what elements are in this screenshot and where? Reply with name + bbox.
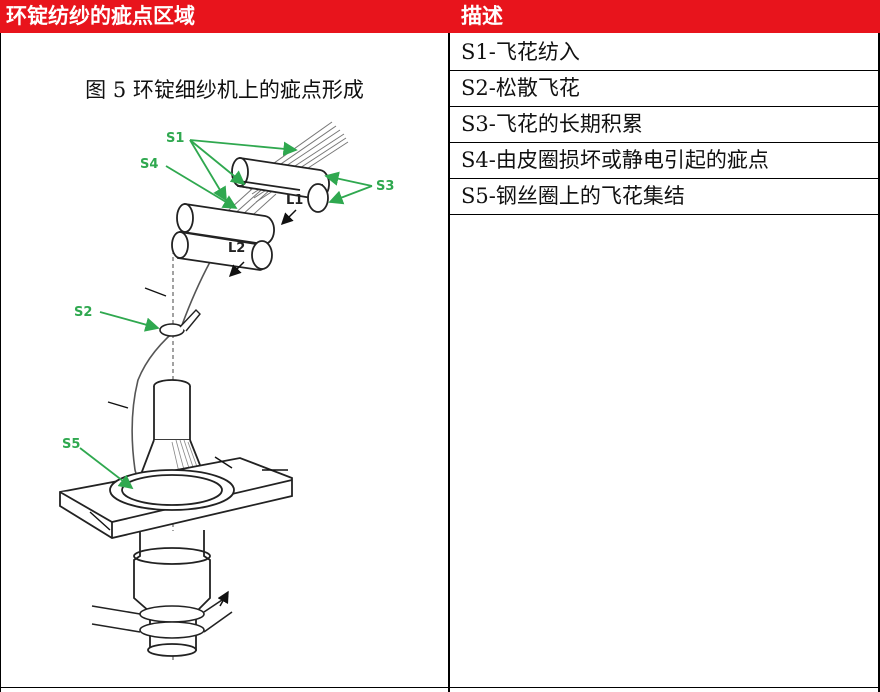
tape-direction-arrow xyxy=(217,590,229,607)
table-border-left xyxy=(0,33,1,692)
label-s4: S4 xyxy=(140,157,158,172)
description-row-s5: S5-钢丝圈上的飞花集结 xyxy=(461,184,685,208)
description-row-s1: S1-飞花纺入 xyxy=(461,40,580,64)
label-s2: S2 xyxy=(74,305,92,320)
roller-l1 xyxy=(231,156,330,213)
spindle-whorl xyxy=(139,605,205,639)
tick-mark xyxy=(89,511,111,531)
label-l1: L1 xyxy=(286,193,303,208)
header-description: 描述 xyxy=(449,0,880,33)
table-bottom-rule xyxy=(0,687,880,688)
drive-tape xyxy=(91,595,233,633)
description-row-s4: S4-由皮圈损坏或静电引起的疵点 xyxy=(461,148,769,172)
roller-l2 xyxy=(171,202,275,271)
figure-caption: 图 5 环锭细纱机上的疵点形成 xyxy=(85,78,364,102)
yarn-guide-arm xyxy=(179,308,201,332)
table-column-divider xyxy=(448,33,450,692)
description-row-s2: S2-松散飞花 xyxy=(461,76,580,100)
ring-spinning-diagram: S1 S4 S3 S2 S5 L1 L2 xyxy=(59,121,394,660)
callout-arrows xyxy=(79,139,373,490)
rotation-arrow-l2 xyxy=(228,261,245,278)
row-divider xyxy=(449,106,879,107)
label-s3: S3 xyxy=(376,179,394,194)
label-s1: S1 xyxy=(166,131,184,146)
row-divider xyxy=(449,178,879,179)
ring-rail xyxy=(59,457,293,539)
header-defect-zone: 环锭纺纱的疵点区域 xyxy=(0,0,449,33)
label-s5: S5 xyxy=(62,437,80,452)
tick-mark xyxy=(214,456,233,469)
rotation-arrow-l1 xyxy=(280,209,297,226)
row-divider xyxy=(449,70,879,71)
tick-mark xyxy=(144,287,167,297)
row-divider xyxy=(449,142,879,143)
table-border-right xyxy=(878,33,880,692)
label-l2: L2 xyxy=(228,241,245,256)
row-divider xyxy=(449,214,879,215)
tick-mark xyxy=(107,401,129,409)
yarn-guide xyxy=(159,323,185,337)
description-row-s3: S3-飞花的长期积累 xyxy=(461,112,643,136)
